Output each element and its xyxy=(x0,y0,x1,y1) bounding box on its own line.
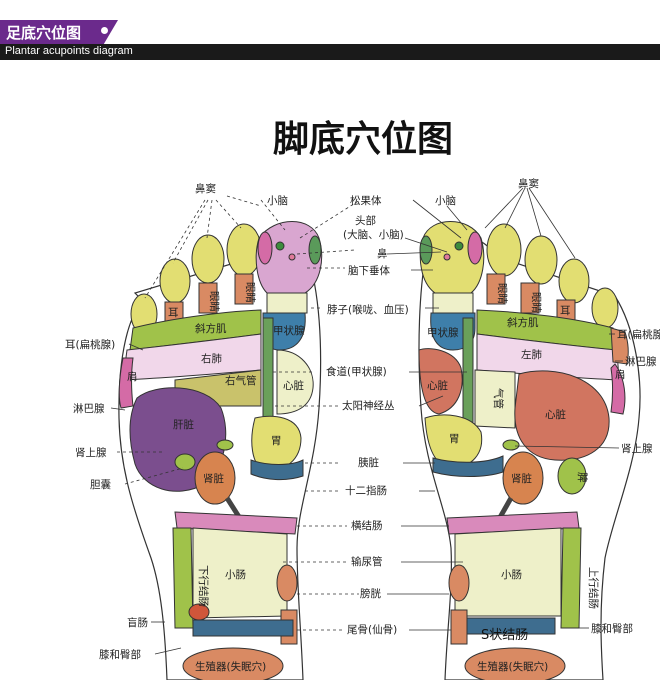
right-label-adrenal: 肾上腺 xyxy=(621,442,653,455)
label-pancreas: 胰脏 xyxy=(358,456,379,469)
right-heart-small: 心脏 xyxy=(427,379,448,392)
top-strip xyxy=(0,0,660,20)
foot-map-svg: 脚底穴位图 xyxy=(65,119,660,680)
left-small-intestine: 小肠 xyxy=(225,569,246,581)
left-trapezius: 斜方肌 xyxy=(195,322,227,335)
label-esophagus: 食道(甲状腺) xyxy=(326,365,387,378)
left-label-lymph: 淋巴腺 xyxy=(73,402,105,415)
label-brain: (大脑、小脑) xyxy=(343,228,404,241)
left-label-appendix: 盲肠 xyxy=(127,616,148,629)
label-transverse-colon: 横结肠 xyxy=(351,519,383,532)
header-tab xyxy=(0,20,118,44)
label-nose: 鼻 xyxy=(377,247,388,260)
right-toe-eye-2: 眼睛 xyxy=(530,292,542,313)
right-spleen: 脾 xyxy=(576,472,589,483)
right-lung: 左肺 xyxy=(521,348,542,361)
acupoint-diagram: 脚底穴位图 xyxy=(15,88,660,680)
leader-lines xyxy=(110,187,623,655)
right-label-cerebellum: 小脑 xyxy=(435,194,456,207)
right-trachea: 气管 xyxy=(492,388,505,409)
right-trapezius: 斜方肌 xyxy=(507,316,539,329)
left-label-ear: 耳(扁桃腺) xyxy=(65,338,115,351)
label-duodenum: 十二指肠 xyxy=(345,484,387,497)
label-pineal: 松果体 xyxy=(350,194,382,207)
left-label-adrenal: 肾上腺 xyxy=(75,446,107,459)
right-label-ear: 耳(扁桃腺) xyxy=(617,328,660,341)
header-bar xyxy=(0,44,660,60)
right-sigmoid-colon: S状结肠 xyxy=(481,628,528,643)
right-genital: 生殖器(失眠穴) xyxy=(477,660,548,673)
bullet-dot-icon xyxy=(101,27,108,34)
right-kidney: 肾脏 xyxy=(511,472,532,485)
right-ascending-colon: 上行结肠 xyxy=(587,567,600,609)
right-stomach: 胃 xyxy=(449,433,460,445)
right-shoulder: 肩 xyxy=(615,368,626,381)
label-tailbone: 尾骨(仙骨) xyxy=(347,623,397,636)
left-liver: 肝脏 xyxy=(173,418,194,431)
left-toe-ear: 耳 xyxy=(168,307,179,319)
diagram-title: 脚底穴位图 xyxy=(273,119,453,160)
header-subtitle: Plantar acupoints diagram xyxy=(5,45,133,57)
label-pituitary: 脑下垂体 xyxy=(348,264,390,277)
left-descending-colon: 下行结肠 xyxy=(197,565,210,607)
right-thyroid: 甲状腺 xyxy=(427,326,459,339)
label-ureter: 输尿管 xyxy=(351,555,383,568)
left-label-sinus: 鼻窦 xyxy=(195,182,216,195)
right-label-lymph: 淋巴腺 xyxy=(625,355,657,368)
left-lung: 右肺 xyxy=(201,352,222,365)
left-shoulder: 肩 xyxy=(127,370,138,383)
left-thyroid: 甲状腺 xyxy=(273,324,305,337)
header-title: 足底穴位图 xyxy=(6,24,82,42)
label-head: 头部 xyxy=(355,214,376,227)
left-label-cerebellum: 小脑 xyxy=(267,194,288,207)
right-small-intestine: 小肠 xyxy=(501,569,522,581)
left-kidney: 肾脏 xyxy=(203,472,224,485)
label-bladder: 膀胱 xyxy=(360,587,381,600)
right-label-knee-hip: 膝和臀部 xyxy=(591,622,633,635)
left-genital: 生殖器(失眠穴) xyxy=(195,660,266,673)
left-stomach: 胃 xyxy=(271,435,282,447)
right-foot xyxy=(418,221,641,680)
left-trachea: 右气管 xyxy=(225,374,257,387)
left-heart: 心脏 xyxy=(283,379,304,392)
right-toe-ear: 耳 xyxy=(560,305,571,317)
left-label-gallbladder: 胆囊 xyxy=(90,478,111,491)
right-label-sinus: 鼻窦 xyxy=(518,177,539,190)
left-label-knee-hip: 膝和臀部 xyxy=(99,648,141,661)
left-toe-eye-2: 眼睛 xyxy=(244,282,256,303)
left-toe-eye-1: 眼睛 xyxy=(208,291,220,312)
label-solar-plexus: 太阳神经丛 xyxy=(342,399,395,412)
right-toe-eye-1: 眼睛 xyxy=(496,283,508,304)
left-foot xyxy=(118,221,323,680)
label-neck: 脖子(喉咙、血压) xyxy=(327,303,409,316)
right-heart: 心脏 xyxy=(545,408,566,421)
